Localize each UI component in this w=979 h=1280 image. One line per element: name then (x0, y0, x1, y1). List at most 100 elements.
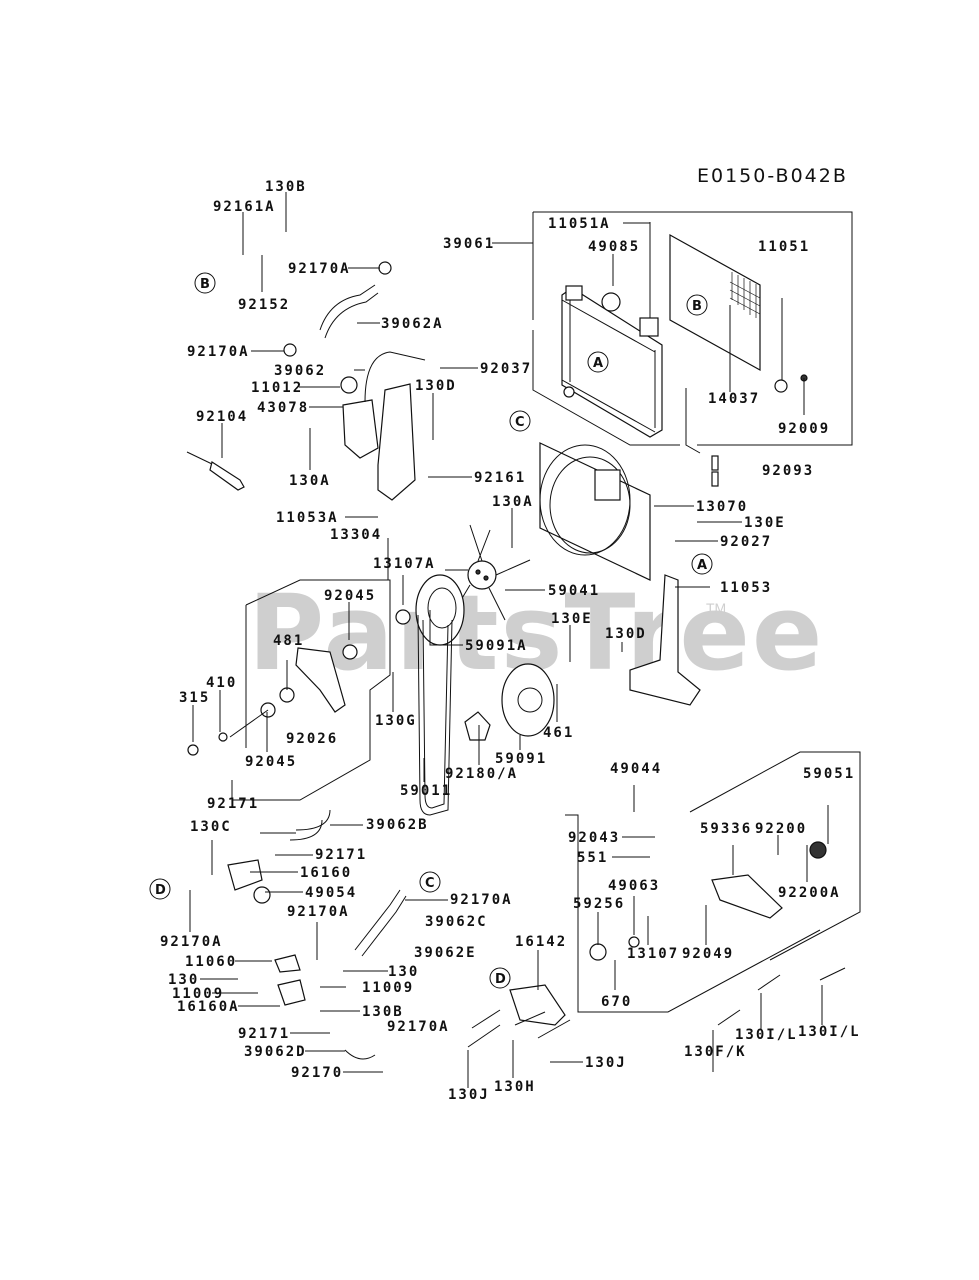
part-label[interactable]: 59256 (573, 896, 626, 912)
part-label[interactable]: 13304 (330, 527, 383, 543)
part-label[interactable]: 130H (494, 1079, 536, 1095)
part-label[interactable]: 43078 (257, 400, 310, 416)
part-label[interactable]: 92152 (238, 297, 291, 313)
part-label[interactable]: 16142 (515, 934, 568, 950)
part-label[interactable]: 11009 (362, 980, 415, 996)
part-label[interactable]: 39062A (381, 316, 444, 332)
part-label[interactable]: 130F/K (684, 1044, 747, 1060)
part-label[interactable]: 92037 (480, 361, 533, 377)
part-label[interactable]: 13107 (627, 946, 680, 962)
part-label[interactable]: 59051 (803, 766, 856, 782)
part-label[interactable]: 92171 (238, 1026, 291, 1042)
part-label[interactable]: 92045 (245, 754, 298, 770)
part-label[interactable]: 130I/L (798, 1024, 861, 1040)
part-label[interactable]: 130I/L (735, 1027, 798, 1043)
diagram-code: E0150-B042B (697, 165, 848, 187)
part-label[interactable]: 92170A (387, 1019, 450, 1035)
part-label[interactable]: 92161A (213, 199, 276, 215)
part-label[interactable]: 410 (206, 675, 238, 691)
part-label[interactable]: 130B (362, 1004, 404, 1020)
ref-marker-d-pump: D (489, 967, 511, 989)
part-label[interactable]: 92170A (160, 934, 223, 950)
part-label[interactable]: 92161 (474, 470, 527, 486)
part-label[interactable]: 11053A (276, 510, 339, 526)
part-label[interactable]: 39062C (425, 914, 488, 930)
part-label[interactable]: 11053 (720, 580, 773, 596)
part-label[interactable]: 92045 (324, 588, 377, 604)
part-label[interactable]: 130C (190, 819, 232, 835)
part-label[interactable]: 315 (179, 690, 211, 706)
part-label[interactable]: 130J (448, 1087, 490, 1103)
tank-bracket (377, 383, 416, 501)
part-label[interactable]: 670 (601, 994, 633, 1010)
part-label[interactable]: 39062E (414, 945, 477, 961)
part-label[interactable]: 130A (492, 494, 534, 510)
svg-text:B: B (200, 277, 210, 292)
part-label[interactable]: 92180/A (445, 766, 519, 782)
part-label[interactable]: 461 (543, 725, 575, 741)
part-label[interactable]: 551 (577, 850, 609, 866)
part-label[interactable]: 130A (289, 473, 331, 489)
part-label[interactable]: 11009 (172, 986, 225, 1002)
part-label[interactable]: 49044 (610, 761, 663, 777)
thermostat-housing (227, 859, 263, 891)
part-label[interactable]: 49063 (608, 878, 661, 894)
part-label[interactable]: 92200A (778, 885, 841, 901)
part-label[interactable]: 130 (388, 964, 420, 980)
hose-39062C (354, 889, 407, 957)
part-label[interactable]: 92170A (450, 892, 513, 908)
part-label[interactable]: 11051A (548, 216, 611, 232)
part-label[interactable]: 92027 (720, 534, 773, 550)
part-label[interactable]: 49054 (305, 885, 358, 901)
part-label[interactable]: 92171 (315, 847, 368, 863)
radiator-group-frame (533, 211, 853, 446)
part-label[interactable]: 130D (415, 378, 457, 394)
part-label[interactable]: 16160A (177, 999, 240, 1015)
part-label[interactable]: 92043 (568, 830, 621, 846)
part-label[interactable]: 59091A (465, 638, 528, 654)
part-label[interactable]: 92093 (762, 463, 815, 479)
oil-pump (711, 874, 783, 919)
part-label[interactable]: 59336 (700, 821, 753, 837)
part-label[interactable]: 130E (551, 611, 593, 627)
svg-text:C: C (425, 876, 435, 891)
part-label[interactable]: 11060 (185, 954, 238, 970)
svg-text:B: B (692, 299, 702, 314)
part-label[interactable]: 92200 (755, 821, 808, 837)
part-label[interactable]: 14037 (708, 391, 761, 407)
part-label[interactable]: 59041 (548, 583, 601, 599)
part-label[interactable]: 92009 (778, 421, 831, 437)
svg-text:A: A (697, 558, 707, 573)
ref-marker-a-radiator: A (587, 351, 609, 373)
part-label[interactable]: 92026 (286, 731, 339, 747)
part-label[interactable]: 92170 (291, 1065, 344, 1081)
part-label[interactable]: 92049 (682, 946, 735, 962)
pump-group-frame (565, 814, 821, 1013)
part-label[interactable]: 13107A (373, 556, 436, 572)
part-label[interactable]: 13070 (696, 499, 749, 515)
part-label[interactable]: 92104 (196, 409, 249, 425)
part-label[interactable]: 130J (585, 1055, 627, 1071)
part-label[interactable]: 130G (375, 713, 417, 729)
part-label[interactable]: 49085 (588, 239, 641, 255)
part-label[interactable]: 92170A (288, 261, 351, 277)
part-label[interactable]: 39061 (443, 236, 496, 252)
part-label[interactable]: 59011 (400, 783, 453, 799)
part-label[interactable]: 130 (168, 972, 200, 988)
svg-text:A: A (593, 356, 603, 371)
part-label[interactable]: 11012 (251, 380, 304, 396)
part-label[interactable]: 39062D (244, 1044, 307, 1060)
part-label[interactable]: 92170A (187, 344, 250, 360)
part-label[interactable]: 130B (265, 179, 307, 195)
part-label[interactable]: 39062B (366, 817, 429, 833)
part-label[interactable]: 39062 (274, 363, 327, 379)
part-label[interactable]: 16160 (300, 865, 353, 881)
part-label[interactable]: 481 (273, 633, 305, 649)
part-label[interactable]: 130E (744, 515, 786, 531)
part-label[interactable]: 11051 (758, 239, 811, 255)
part-label[interactable]: 59091 (495, 751, 548, 767)
part-label[interactable]: 92171 (207, 796, 260, 812)
part-label[interactable]: 92170A (287, 904, 350, 920)
hose-upper (319, 284, 379, 339)
part-label[interactable]: 130D (605, 626, 647, 642)
